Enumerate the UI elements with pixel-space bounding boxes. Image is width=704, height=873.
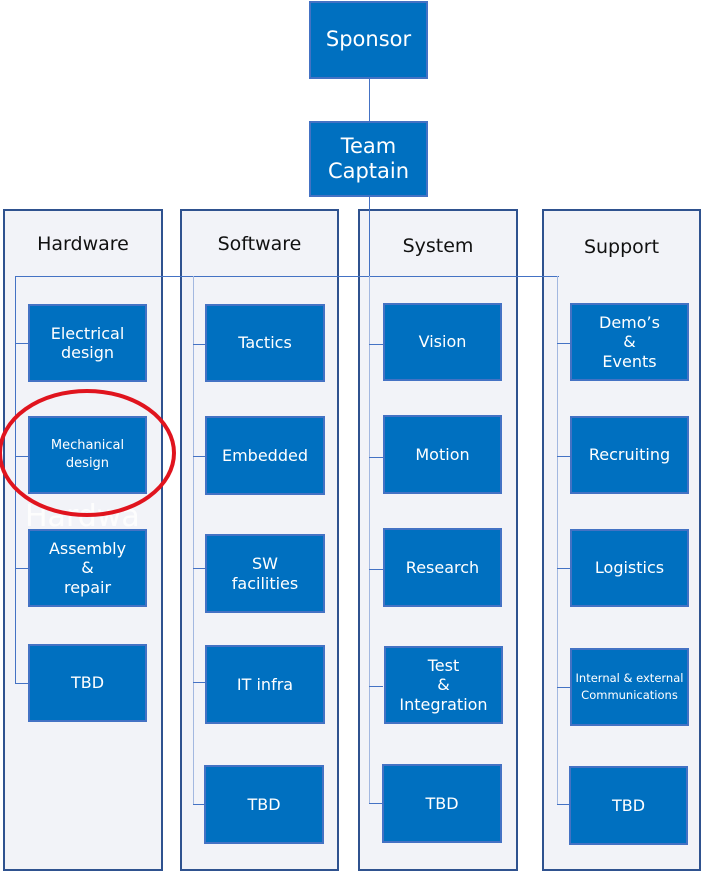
node-software-tbd: TBD — [204, 765, 324, 844]
connector-branch — [193, 804, 206, 805]
node-tactics: Tactics — [205, 304, 325, 382]
node-label: TBD — [247, 794, 281, 814]
node-embedded: Embedded — [205, 416, 325, 495]
node-label: Tactics — [238, 333, 292, 353]
node-label: Internal & external Communications — [575, 671, 684, 702]
node-label: Recruiting — [588, 445, 671, 465]
node-label: TBD — [70, 673, 105, 693]
node-label: Vision — [418, 332, 467, 352]
connector-branch — [369, 686, 383, 687]
node-mechanical-design: Mechanical design — [28, 416, 147, 494]
connector-captain-down — [369, 197, 370, 277]
connector-sponsor-captain — [369, 79, 370, 121]
node-label: Mechanical design — [50, 438, 125, 471]
node-electrical-design: Electrical design — [28, 304, 147, 382]
node-label: Electrical design — [50, 323, 125, 362]
node-label: Logistics — [594, 558, 665, 578]
connector-branch — [15, 683, 29, 684]
connector-branch — [193, 568, 206, 569]
node-label: TBD — [425, 793, 459, 813]
team-captain-label: Team Captain — [327, 133, 410, 183]
connector-branch — [557, 568, 571, 569]
connector-hardware-vertical — [15, 276, 16, 683]
node-label: Test & Integration — [399, 656, 488, 714]
node-sw-facilities: SW facilities — [205, 534, 325, 613]
connector-branch — [557, 343, 571, 344]
connector-branch — [557, 687, 571, 688]
node-vision: Vision — [383, 303, 502, 381]
connector-branch — [369, 569, 383, 570]
column-title-software: Software — [217, 233, 302, 255]
node-label: IT infra — [236, 674, 294, 694]
node-assembly-repair: Assembly & repair — [28, 529, 147, 607]
connector-branch — [193, 344, 206, 345]
node-demos-events: Demo’s & Events — [570, 303, 689, 381]
node-label: Assembly & repair — [48, 539, 127, 597]
connector-horizontal-bus — [15, 276, 559, 277]
connector-support-vertical — [557, 276, 558, 804]
node-system-tbd: TBD — [382, 764, 502, 843]
node-label: SW facilities — [231, 554, 299, 593]
sponsor-node: Sponsor — [309, 1, 428, 79]
connector-branch — [369, 344, 383, 345]
node-label: Embedded — [221, 445, 308, 465]
connector-software-vertical — [193, 276, 194, 805]
connector-branch — [557, 456, 571, 457]
connector-branch — [15, 343, 29, 344]
node-motion: Motion — [383, 415, 502, 494]
node-hardware-tbd: TBD — [28, 644, 147, 722]
connector-branch — [193, 456, 206, 457]
connector-branch — [15, 456, 29, 457]
node-recruiting: Recruiting — [570, 416, 689, 494]
connector-system-vertical — [369, 276, 370, 803]
connector-branch — [557, 804, 571, 805]
node-label: Research — [405, 557, 480, 577]
node-communications: Internal & external Communications — [570, 648, 689, 726]
node-label: TBD — [611, 795, 646, 815]
connector-branch — [193, 682, 206, 683]
connector-branch — [15, 568, 29, 569]
connector-branch — [369, 803, 383, 804]
node-support-tbd: TBD — [569, 766, 688, 845]
column-title-support: Support — [583, 236, 660, 258]
connector-branch — [369, 457, 383, 458]
node-label: Demo’s & Events — [599, 313, 660, 371]
column-title-system: System — [402, 235, 474, 257]
sponsor-label: Sponsor — [325, 27, 412, 52]
node-logistics: Logistics — [570, 529, 689, 607]
column-title-hardware: Hardware — [37, 233, 129, 255]
team-captain-node: Team Captain — [309, 121, 428, 197]
node-research: Research — [383, 528, 502, 607]
node-label: Motion — [415, 444, 470, 464]
node-test-integration: Test & Integration — [384, 646, 503, 724]
node-it-infra: IT infra — [205, 645, 325, 724]
